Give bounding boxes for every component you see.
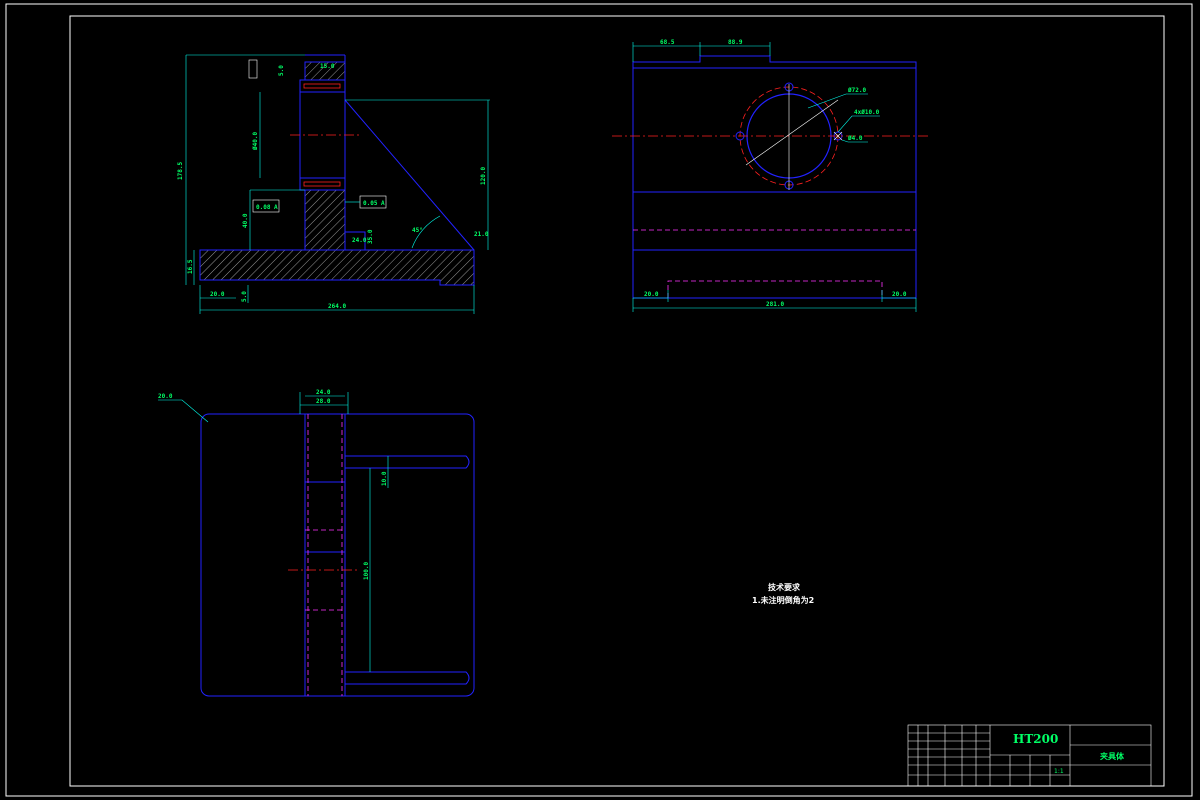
dim-front-10: 20.0 (210, 291, 225, 298)
dim-front-3: 178.5 (177, 162, 184, 180)
dim-top-3: 28.0 (316, 398, 331, 405)
top-view: 20.0 24.0 28.0 10.0 100.0 (158, 389, 475, 697)
side-view: 68.5 88.9 Ø72.0 4xØ10.0 Ø4.0 20.0 20.0 2… (612, 39, 930, 312)
dim-top-2: 24.0 (316, 389, 331, 396)
dim-front-6: 40.0 (242, 213, 249, 228)
part-name: 夹具体 (1100, 751, 1125, 761)
dim-side-2: 88.9 (728, 39, 743, 46)
web-section (304, 189, 346, 251)
material-label: HT200 (1013, 732, 1058, 746)
scale-value: 1:1 (1054, 768, 1064, 775)
dim-side-1: 68.5 (660, 39, 675, 46)
top-outline (200, 413, 475, 697)
inner-frame (69, 15, 1165, 787)
dim-front-4: 120.0 (480, 167, 487, 185)
tolerance-frame-1 (252, 199, 280, 213)
dim-front-7: 24.0 (352, 237, 367, 244)
dim-front-13: 5.0 (241, 291, 248, 302)
dim-front-8: 35.0 (367, 229, 374, 244)
dim-top-4: 10.0 (381, 471, 388, 486)
dim-side-8: 281.0 (766, 301, 784, 308)
dim-top-5: 100.0 (363, 562, 370, 580)
dim-side-4: 4xØ10.0 (854, 109, 880, 116)
tolerance-text-2: 0.05 A (363, 200, 385, 207)
dim-side-3: Ø72.0 (847, 87, 866, 94)
tech-req-item-1: 1.未注明倒角为2 (752, 595, 814, 605)
dim-side-6: 20.0 (644, 291, 659, 298)
front-view: 15.0 5.0 178.5 120.0 Ø40.0 40.0 24.0 35.… (177, 54, 490, 314)
dim-front-5: Ø40.0 (252, 132, 259, 151)
dim-side-5: Ø4.0 (847, 135, 863, 142)
rib-edge (344, 99, 475, 251)
technical-requirements: 技术要求 1.未注明倒角为2 (752, 582, 814, 605)
dim-front-12: 264.0 (328, 303, 346, 310)
base-section (199, 249, 475, 286)
side-outline (632, 55, 917, 299)
dim-front-14: 16.5 (187, 259, 194, 274)
dim-front-2: 5.0 (278, 65, 285, 76)
dim-front-9: 21.0 (474, 231, 489, 238)
title-block (907, 724, 1152, 787)
dim-front-11: 45° (412, 227, 423, 234)
dim-top-1: 20.0 (158, 393, 173, 400)
dim-front-1: 15.0 (320, 63, 335, 70)
outer-frame (5, 3, 1193, 797)
tech-req-title: 技术要求 (768, 582, 801, 592)
dim-side-7: 20.0 (892, 291, 907, 298)
tolerance-text-1: 0.08 A (256, 204, 278, 211)
